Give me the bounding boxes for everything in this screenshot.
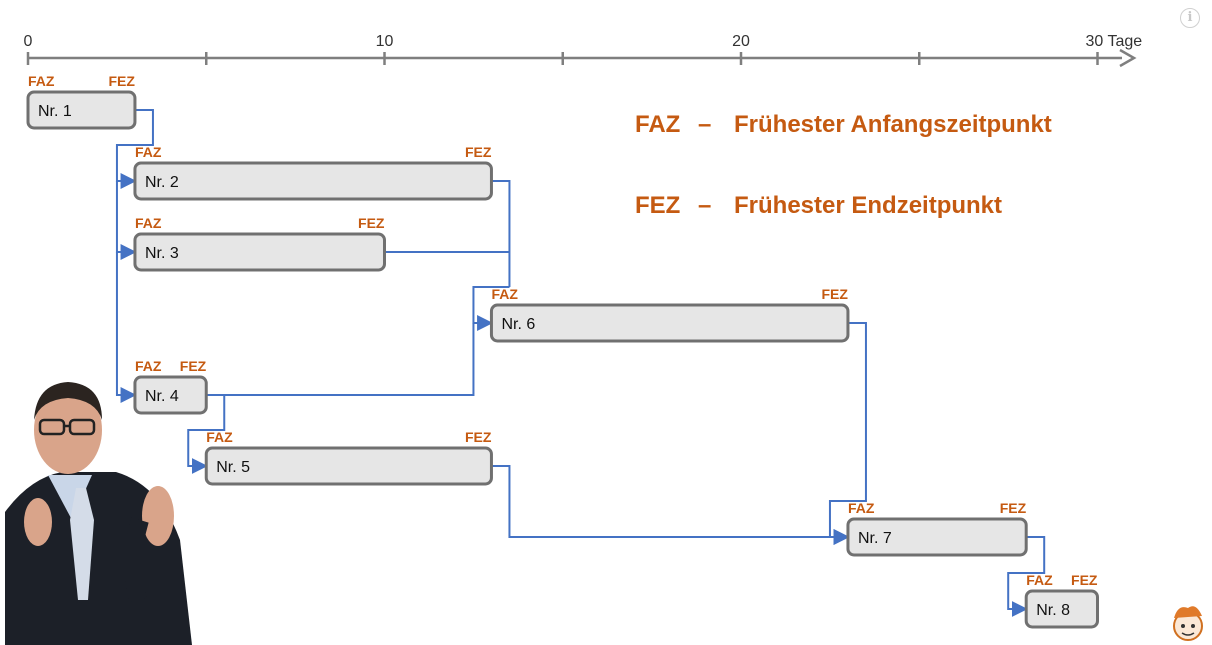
time-axis: 0 10 20 30 Tage <box>24 33 1143 68</box>
axis-tick-label: 20 <box>732 33 750 50</box>
dependency-connector <box>206 323 475 396</box>
fez-tag: FEZ <box>180 358 207 374</box>
task-label: Nr. 2 <box>145 174 179 191</box>
dependency-connectors <box>115 109 1046 617</box>
task-label: Nr. 8 <box>1036 602 1070 619</box>
task-box <box>133 375 208 415</box>
legend-fez-text: Frühester Endzeitpunkt <box>734 192 1002 219</box>
task-box <box>26 90 137 130</box>
dependency-connector <box>1007 536 1046 617</box>
axis-arrowhead <box>1119 48 1137 68</box>
legend: FAZ – Frühester Anfangszeitpunkt FEZ – F… <box>635 111 1052 219</box>
task-box <box>133 161 493 201</box>
faz-tag: FAZ <box>28 73 55 89</box>
task-box <box>489 303 850 343</box>
task-5: Nr. 5 FAZ FEZ <box>204 429 493 486</box>
legend-fez-dash: – <box>698 192 711 219</box>
dependency-connector <box>115 252 137 403</box>
task-7: Nr. 7 FAZ FEZ <box>846 500 1028 557</box>
dependency-connector <box>115 181 137 260</box>
fez-tag: FEZ <box>358 215 385 231</box>
dependency-connector <box>491 465 850 545</box>
task-label: Nr. 7 <box>858 530 892 547</box>
task-label: Nr. 4 <box>145 388 179 405</box>
dependency-connector <box>472 286 510 331</box>
faz-tag: FAZ <box>848 500 875 516</box>
task-box <box>846 517 1028 557</box>
legend-faz-abbr: FAZ <box>635 111 680 138</box>
legend-faz-dash: – <box>698 111 711 138</box>
fez-tag: FEZ <box>821 286 848 302</box>
legend-fez-abbr: FEZ <box>635 192 680 219</box>
presenter-figure <box>5 382 192 645</box>
mascot-face-icon <box>1173 606 1203 641</box>
task-2: Nr. 2 FAZ FEZ <box>133 144 493 201</box>
task-box <box>204 446 493 486</box>
task-box <box>133 232 386 272</box>
fez-tag: FEZ <box>465 144 492 160</box>
faz-tag: FAZ <box>491 286 518 302</box>
task-box <box>1024 589 1099 629</box>
dependency-connector <box>115 109 154 189</box>
task-label: Nr. 1 <box>38 103 72 120</box>
fez-tag: FEZ <box>1071 572 1098 588</box>
task-3: Nr. 3 FAZ FEZ <box>133 215 386 272</box>
task-4: Nr. 4 FAZ FEZ <box>133 358 208 415</box>
fez-tag: FEZ <box>465 429 492 445</box>
faz-tag: FAZ <box>135 358 162 374</box>
faz-tag: FAZ <box>135 144 162 160</box>
faz-tag: FAZ <box>135 215 162 231</box>
task-label: Nr. 6 <box>501 316 535 333</box>
fez-tag: FEZ <box>1000 500 1027 516</box>
axis-tick-label: 0 <box>24 33 33 50</box>
dependency-connector <box>187 395 226 474</box>
dependency-connector <box>491 180 511 287</box>
axis-tick-label: 10 <box>376 33 394 50</box>
task-8: Nr. 8 FAZ FEZ <box>1024 572 1099 629</box>
task-1: Nr. 1 FAZ FEZ <box>26 73 137 130</box>
task-label: Nr. 5 <box>216 459 250 476</box>
faz-tag: FAZ <box>206 429 233 445</box>
task-label: Nr. 3 <box>145 245 179 262</box>
task-6: Nr. 6 FAZ FEZ <box>489 286 850 343</box>
axis-tick-label: 30 Tage <box>1086 33 1143 50</box>
fez-tag: FEZ <box>108 73 135 89</box>
faz-tag: FAZ <box>1026 572 1053 588</box>
legend-faz-text: Frühester Anfangszeitpunkt <box>734 111 1052 138</box>
info-icon[interactable]: i <box>1180 8 1200 28</box>
